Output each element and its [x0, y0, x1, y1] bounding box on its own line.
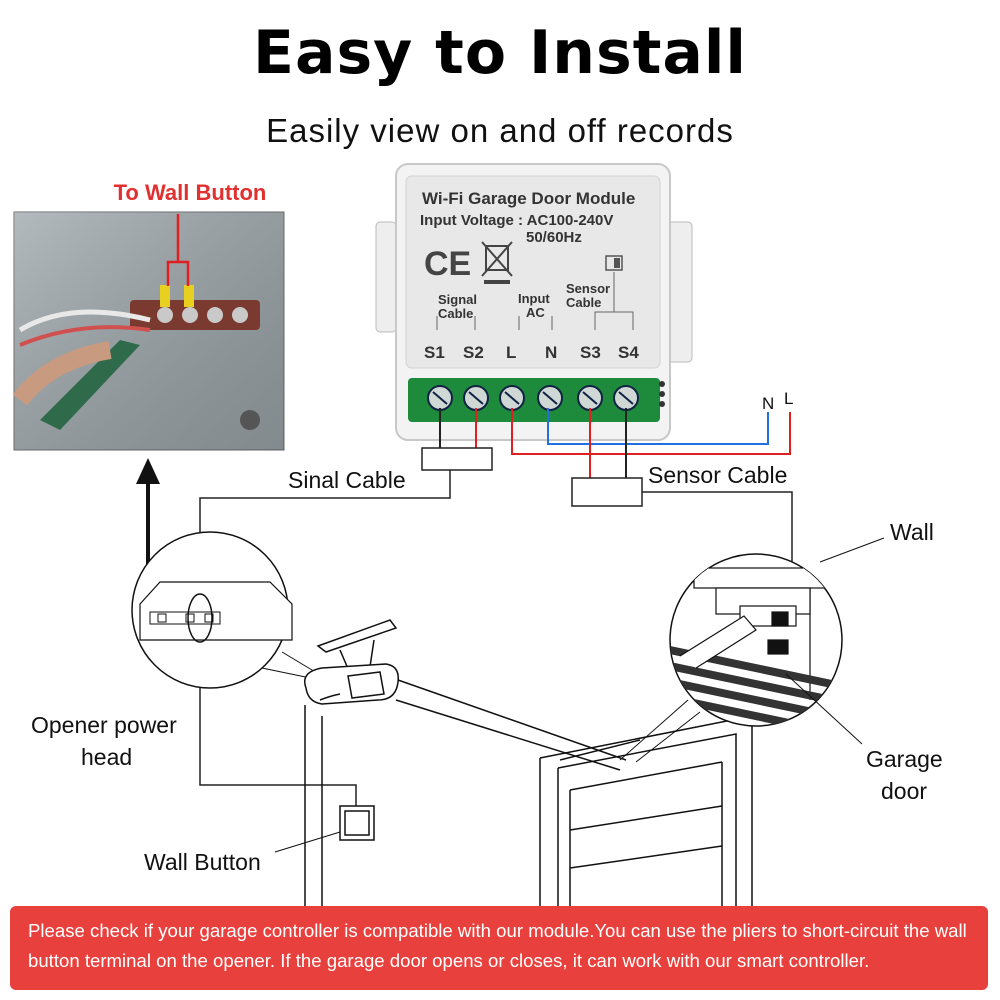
wall-button-icon	[274, 805, 375, 853]
page-title: Easy to Install	[252, 18, 748, 88]
group-signal-1: Signal	[438, 292, 477, 307]
terminal-slot-s2	[468, 391, 484, 405]
terminal-slot-s4	[618, 391, 634, 405]
power-l-label: L	[784, 389, 793, 408]
terminal-slot-s1	[432, 391, 448, 405]
group-input-1: Input	[518, 291, 550, 306]
sensor-detail-circle	[669, 537, 885, 745]
wifi-module: CE	[375, 163, 693, 441]
terminal-slot-n	[542, 391, 558, 405]
compatibility-notice	[10, 906, 988, 990]
photo-label: To Wall Button	[113, 180, 267, 205]
terminal-label-s4: S4	[618, 343, 639, 362]
ce-mark: CE	[424, 245, 471, 283]
opener-label-line1: Opener power	[31, 712, 177, 738]
group-sensor-1: Sensor	[566, 281, 610, 296]
garage-door-label-line2: door	[881, 778, 928, 804]
arrow-up-icon	[136, 458, 160, 568]
svg-text:CE: CE	[424, 245, 471, 283]
opener-head	[304, 619, 627, 771]
module-name: Wi-Fi Garage Door Module	[422, 189, 635, 208]
group-signal-2: Cable	[438, 306, 473, 321]
module-voltage: Input Voltage : AC100-240V	[420, 212, 613, 229]
wiring-photo	[12, 211, 285, 451]
terminal-slot-l	[504, 391, 520, 405]
wall-button-label: Wall Button	[144, 849, 261, 875]
terminal-label-l: L	[506, 343, 516, 362]
wall-label: Wall	[890, 519, 934, 545]
opener-label-line2: head	[81, 744, 133, 770]
opener-detail-circle	[131, 531, 323, 689]
compatibility-notice-text: Please check if your garage controller i…	[28, 920, 967, 971]
power-n-label: N	[762, 394, 774, 413]
signal-cable-label: Sinal Cable	[288, 467, 406, 493]
weee-bin-icon	[481, 241, 513, 284]
page-subtitle: Easily view on and off records	[266, 112, 734, 149]
group-input-2: AC	[526, 305, 545, 320]
terminal-label-s2: S2	[463, 343, 484, 362]
module-frequency: 50/60Hz	[526, 229, 582, 246]
terminal-label-n: N	[545, 343, 557, 362]
group-sensor-2: Cable	[566, 295, 601, 310]
garage-door-label-line1: Garage	[866, 746, 943, 772]
terminal-label-s1: S1	[424, 343, 445, 362]
terminal-slot-s3	[582, 391, 598, 405]
sensor-cable-label: Sensor Cable	[648, 462, 788, 488]
terminal-label-s3: S3	[580, 343, 601, 362]
sensor-symbol-icon	[605, 255, 623, 271]
